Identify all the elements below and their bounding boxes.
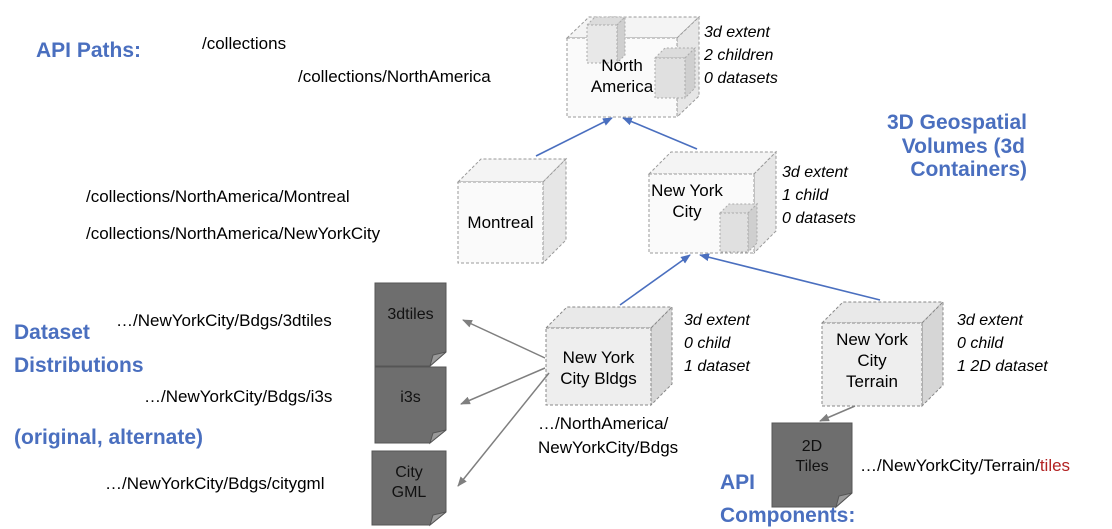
- volumes-heading-line-1: 3D Geospatial: [886, 111, 1027, 134]
- path-terrain-suffix: tiles: [1039, 456, 1071, 475]
- volumes-heading-line-2: Volumes (3d: [901, 135, 1025, 158]
- cube-nyc-terrain: [820, 300, 945, 408]
- path-terrain-tiles: …/NewYorkCity/Terrain/tiles: [860, 455, 1070, 476]
- arrow-bldgs-to-nyc: [619, 254, 691, 306]
- path-bdgs-full-line-2: NewYorkCity/Bdgs: [538, 438, 679, 457]
- doc-i3s: [374, 366, 447, 445]
- cube-nyc-bldgs: [544, 305, 674, 407]
- doc-citygml: [371, 450, 447, 527]
- distributions-heading-line-1: Dataset: [14, 321, 90, 344]
- cube-north-america: [565, 15, 701, 119]
- doc-label-3dtiles: 3dtiles: [387, 306, 434, 323]
- arrow-montreal-to-north-america: [535, 117, 613, 157]
- components-heading-line-1: API: [720, 471, 756, 494]
- info-new-york-city: 3d extent 1 child 0 datasets: [782, 164, 856, 227]
- doc-label-2d-tiles: 2D Tiles: [795, 438, 829, 475]
- distributions-heading-line-2: Distributions: [14, 354, 144, 377]
- path-bdgs-full-line-1: …/NorthAmerica/: [538, 414, 669, 433]
- volumes-heading-line-3: Containers): [910, 158, 1027, 181]
- doc-label-i3s: i3s: [400, 389, 421, 406]
- doc-3dtiles: [374, 282, 447, 368]
- arrow-bldgs-to-i3s: [460, 367, 546, 405]
- path-new-york-city: /collections/NorthAmerica/NewYorkCity: [86, 224, 381, 243]
- info-nyc-terrain: 3d extent 0 child 1 2D dataset: [957, 312, 1048, 375]
- path-north-america: /collections/NorthAmerica: [298, 67, 491, 86]
- info-north-america: 3d extent 2 children 0 datasets: [704, 24, 778, 87]
- path-collections: /collections: [202, 34, 287, 53]
- arrow-terrain-to-nyc: [699, 253, 881, 301]
- arrow-terrain-to-2d-tiles: [819, 405, 856, 422]
- info-nyc-bldgs: 3d extent 0 child 1 dataset: [684, 312, 750, 375]
- components-heading-line-2: Components:: [720, 504, 856, 527]
- path-bdgs-citygml: …/NewYorkCity/Bdgs/citygml: [105, 474, 325, 493]
- path-terrain-prefix: …/NewYorkCity/Terrain/: [860, 456, 1040, 475]
- doc-2d-tiles: [771, 422, 853, 509]
- cube-label-new-york-city: New York City: [651, 181, 723, 221]
- cube-label-nyc-terrain: New York City Terrain: [836, 330, 908, 391]
- doc-label-citygml: City GML: [391, 464, 427, 501]
- cube-label-north-america: North America: [590, 56, 654, 96]
- cube-label-nyc-bldgs: New York City Bldgs: [560, 348, 637, 388]
- path-montreal: /collections/NorthAmerica/Montreal: [86, 187, 350, 206]
- arrow-bldgs-to-citygml: [457, 372, 550, 487]
- api-paths-heading: API Paths:: [36, 39, 142, 62]
- cube-label-montreal: Montreal: [467, 213, 534, 232]
- cube-montreal: [456, 157, 568, 265]
- arrow-nyc-to-north-america: [622, 117, 698, 150]
- path-bdgs-i3s: …/NewYorkCity/Bdgs/i3s: [144, 387, 333, 406]
- arrow-bldgs-to-3dtiles: [462, 319, 546, 359]
- original-alternate-heading: (original, alternate): [14, 426, 204, 449]
- path-bdgs-3dtiles: …/NewYorkCity/Bdgs/3dtiles: [116, 311, 332, 330]
- cube-new-york-city: [647, 150, 778, 255]
